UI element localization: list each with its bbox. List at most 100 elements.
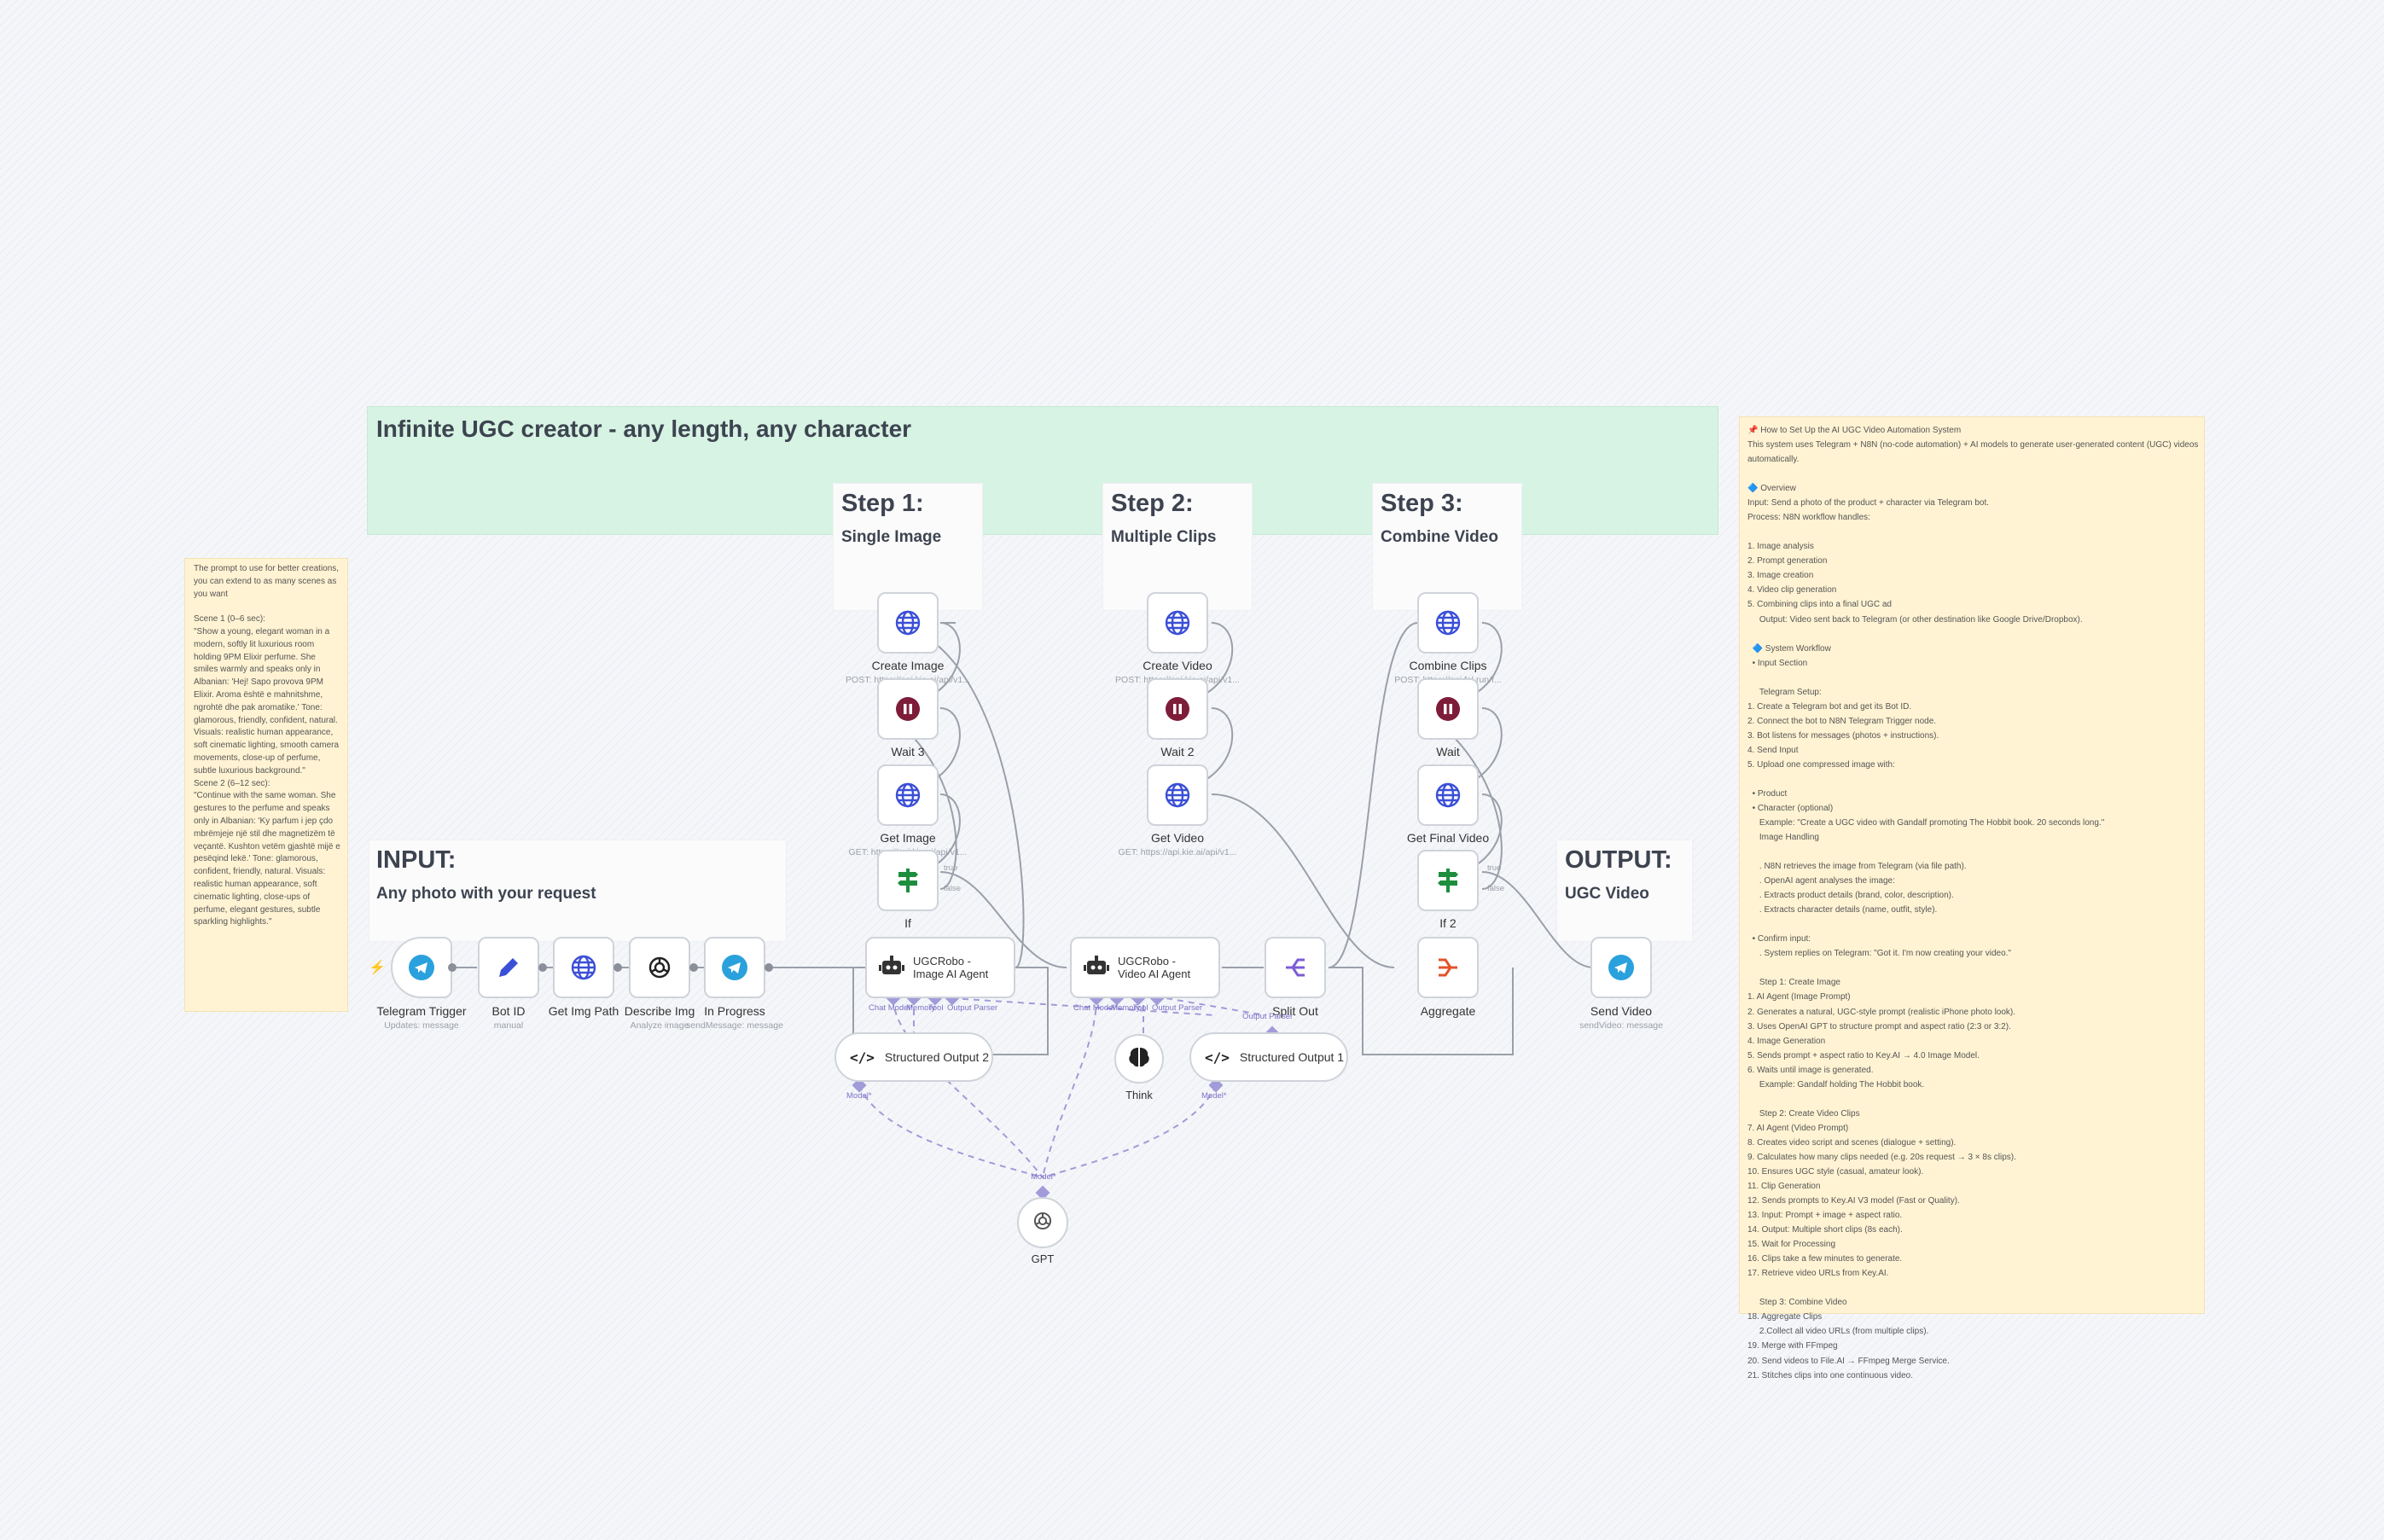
wait3-node[interactable] [877, 678, 939, 740]
tool-port-label: Tool [928, 1003, 944, 1013]
setup-note-line: This system uses Telegram + N8N (no-code… [1747, 440, 2201, 465]
video-ai-agent-node[interactable]: UGCRobo - Video AI Agent [1070, 937, 1220, 998]
output-port[interactable] [448, 963, 456, 972]
setup-note-line: Step 3: Combine Video [1747, 1298, 1847, 1308]
step3-subheading: Combine Video [1381, 528, 1498, 546]
send-video-node[interactable] [1590, 937, 1652, 998]
setup-note-line: 2. Prompt generation [1747, 556, 1828, 567]
model-port-label: Model* [1031, 1172, 1056, 1182]
combine-clips-node[interactable] [1417, 592, 1479, 654]
node-label: Send Video [1590, 1004, 1653, 1018]
tool-port-label: Tool [1133, 1003, 1148, 1013]
image-ai-agent-node[interactable]: UGCRobo - Image AI Agent [865, 937, 1015, 998]
node-label: Bot ID [491, 1004, 526, 1018]
node-label: Get Final Video [1406, 831, 1490, 845]
setup-note-line: 1. Create a Telegram bot and get its Bot… [1747, 701, 1912, 712]
prompt-note[interactable] [184, 558, 348, 1012]
setup-note-line: 1. AI Agent (Image Prompt) [1747, 992, 1851, 1002]
pause-icon [1433, 694, 1462, 724]
if2-node[interactable] [1417, 850, 1479, 911]
pause-icon [1163, 694, 1192, 724]
split-out-node[interactable] [1265, 937, 1326, 998]
aggregate-node[interactable] [1417, 937, 1479, 998]
setup-note[interactable] [1739, 416, 2205, 1314]
node-sublabel: sendVideo: message [1579, 1020, 1663, 1031]
openai-icon [1031, 1209, 1055, 1237]
step3-note[interactable] [1372, 483, 1522, 611]
setup-note-line: 🔷 System Workflow [1747, 643, 1831, 654]
output-parser-port-label: Output Parser [1152, 1003, 1203, 1013]
step3-heading: Step 3: [1381, 490, 1463, 517]
node-label: Structured Output 2 [884, 1050, 990, 1064]
structured-output-1-node[interactable]: </> Structured Output 1 [1189, 1032, 1348, 1082]
setup-note-line: Output: Video sent back to Telegram (or … [1747, 614, 2083, 625]
in-progress-node[interactable] [704, 937, 765, 998]
trigger-bolt-icon: ⚡ [369, 961, 386, 975]
structured-output-2-node[interactable]: </> Structured Output 2 [834, 1032, 993, 1082]
true-branch-label: true [1487, 863, 1502, 873]
globe-icon [1163, 608, 1192, 637]
output-note[interactable] [1556, 840, 1693, 942]
setup-note-line: 3. Bot listens for messages (photos + in… [1747, 730, 1939, 741]
node-label: Get Video [1150, 831, 1205, 845]
setup-note-line: 4. Send Input [1747, 745, 1799, 755]
output-port[interactable] [765, 963, 773, 972]
robot-icon [879, 955, 904, 981]
get-video-node[interactable] [1147, 764, 1208, 826]
node-label: Telegram Trigger [376, 1004, 467, 1018]
node-sublabel: Analyze image [630, 1020, 689, 1031]
think-node[interactable] [1114, 1034, 1164, 1084]
aggregate-icon [1433, 953, 1462, 982]
chat-model-port-label: Chat Model* [869, 1003, 914, 1013]
node-label: Combine Clips [1409, 659, 1487, 672]
setup-note-line: 2. Generates a natural, UGC-style prompt… [1747, 1007, 2016, 1017]
agent-label-line1: UGCRobo - [1118, 955, 1176, 968]
setup-note-line: 4. Image Generation [1747, 1036, 1826, 1046]
setup-note-line: 1. Image analysis [1747, 542, 1814, 552]
node-sublabel: GET: https://api.kie.ai/api/v1... [1118, 847, 1237, 857]
telegram-trigger-node[interactable] [391, 937, 452, 998]
output-subheading: UGC Video [1565, 885, 1649, 903]
node-label: Wait 2 [1160, 745, 1195, 758]
workflow-title: Infinite UGC creator - any length, any c… [376, 416, 912, 442]
bot-id-node[interactable] [478, 937, 539, 998]
output-port[interactable] [538, 963, 547, 972]
step2-subheading: Multiple Clips [1111, 528, 1217, 546]
get-img-path-node[interactable] [553, 937, 614, 998]
true-branch-label: true [944, 863, 958, 873]
node-label: Think [1125, 1089, 1153, 1101]
node-label: Wait 3 [891, 745, 925, 758]
create-image-node[interactable] [877, 592, 939, 654]
setup-note-line: Input: Send a photo of the product + cha… [1747, 498, 1990, 508]
setup-note-line: 17. Retrieve video URLs from Key.AI. [1747, 1269, 1889, 1279]
gpt-node[interactable] [1017, 1197, 1068, 1248]
globe-icon [893, 608, 922, 637]
wait-node[interactable] [1417, 678, 1479, 740]
node-sublabel: sendMessage: message [686, 1020, 783, 1031]
input-note[interactable] [369, 840, 787, 942]
setup-note-line: 5. Upload one compressed image with: [1747, 759, 1895, 770]
agent-label-line2: Image AI Agent [913, 968, 989, 980]
get-image-node[interactable] [877, 764, 939, 826]
if-node[interactable] [877, 850, 939, 911]
wait2-node[interactable] [1147, 678, 1208, 740]
output-port[interactable] [689, 963, 698, 972]
setup-note-line: Example: "Create a UGC video with Gandal… [1747, 818, 2105, 828]
node-label: Aggregate [1420, 1004, 1476, 1018]
prompt-note-text: The prompt to use for better creations, … [194, 564, 340, 927]
node-label: In Progress [704, 1004, 765, 1018]
node-label: If 2 [1439, 916, 1457, 930]
setup-note-line: 19. Merge with FFmpeg [1747, 1341, 1838, 1351]
setup-note-line: Telegram Setup: [1747, 687, 1822, 697]
get-final-video-node[interactable] [1417, 764, 1479, 826]
setup-note-line: . OpenAI agent analyses the image: [1747, 876, 1895, 886]
create-video-node[interactable] [1147, 592, 1208, 654]
input-subheading: Any photo with your request [376, 885, 596, 903]
describe-img-node[interactable] [629, 937, 690, 998]
split-icon [1281, 953, 1310, 982]
node-sublabel: manual [493, 1020, 524, 1031]
setup-note-line: 📌 How to Set Up the AI UGC Video Automat… [1747, 426, 1962, 435]
output-port[interactable] [613, 963, 622, 972]
node-label: Split Out [1272, 1004, 1318, 1018]
